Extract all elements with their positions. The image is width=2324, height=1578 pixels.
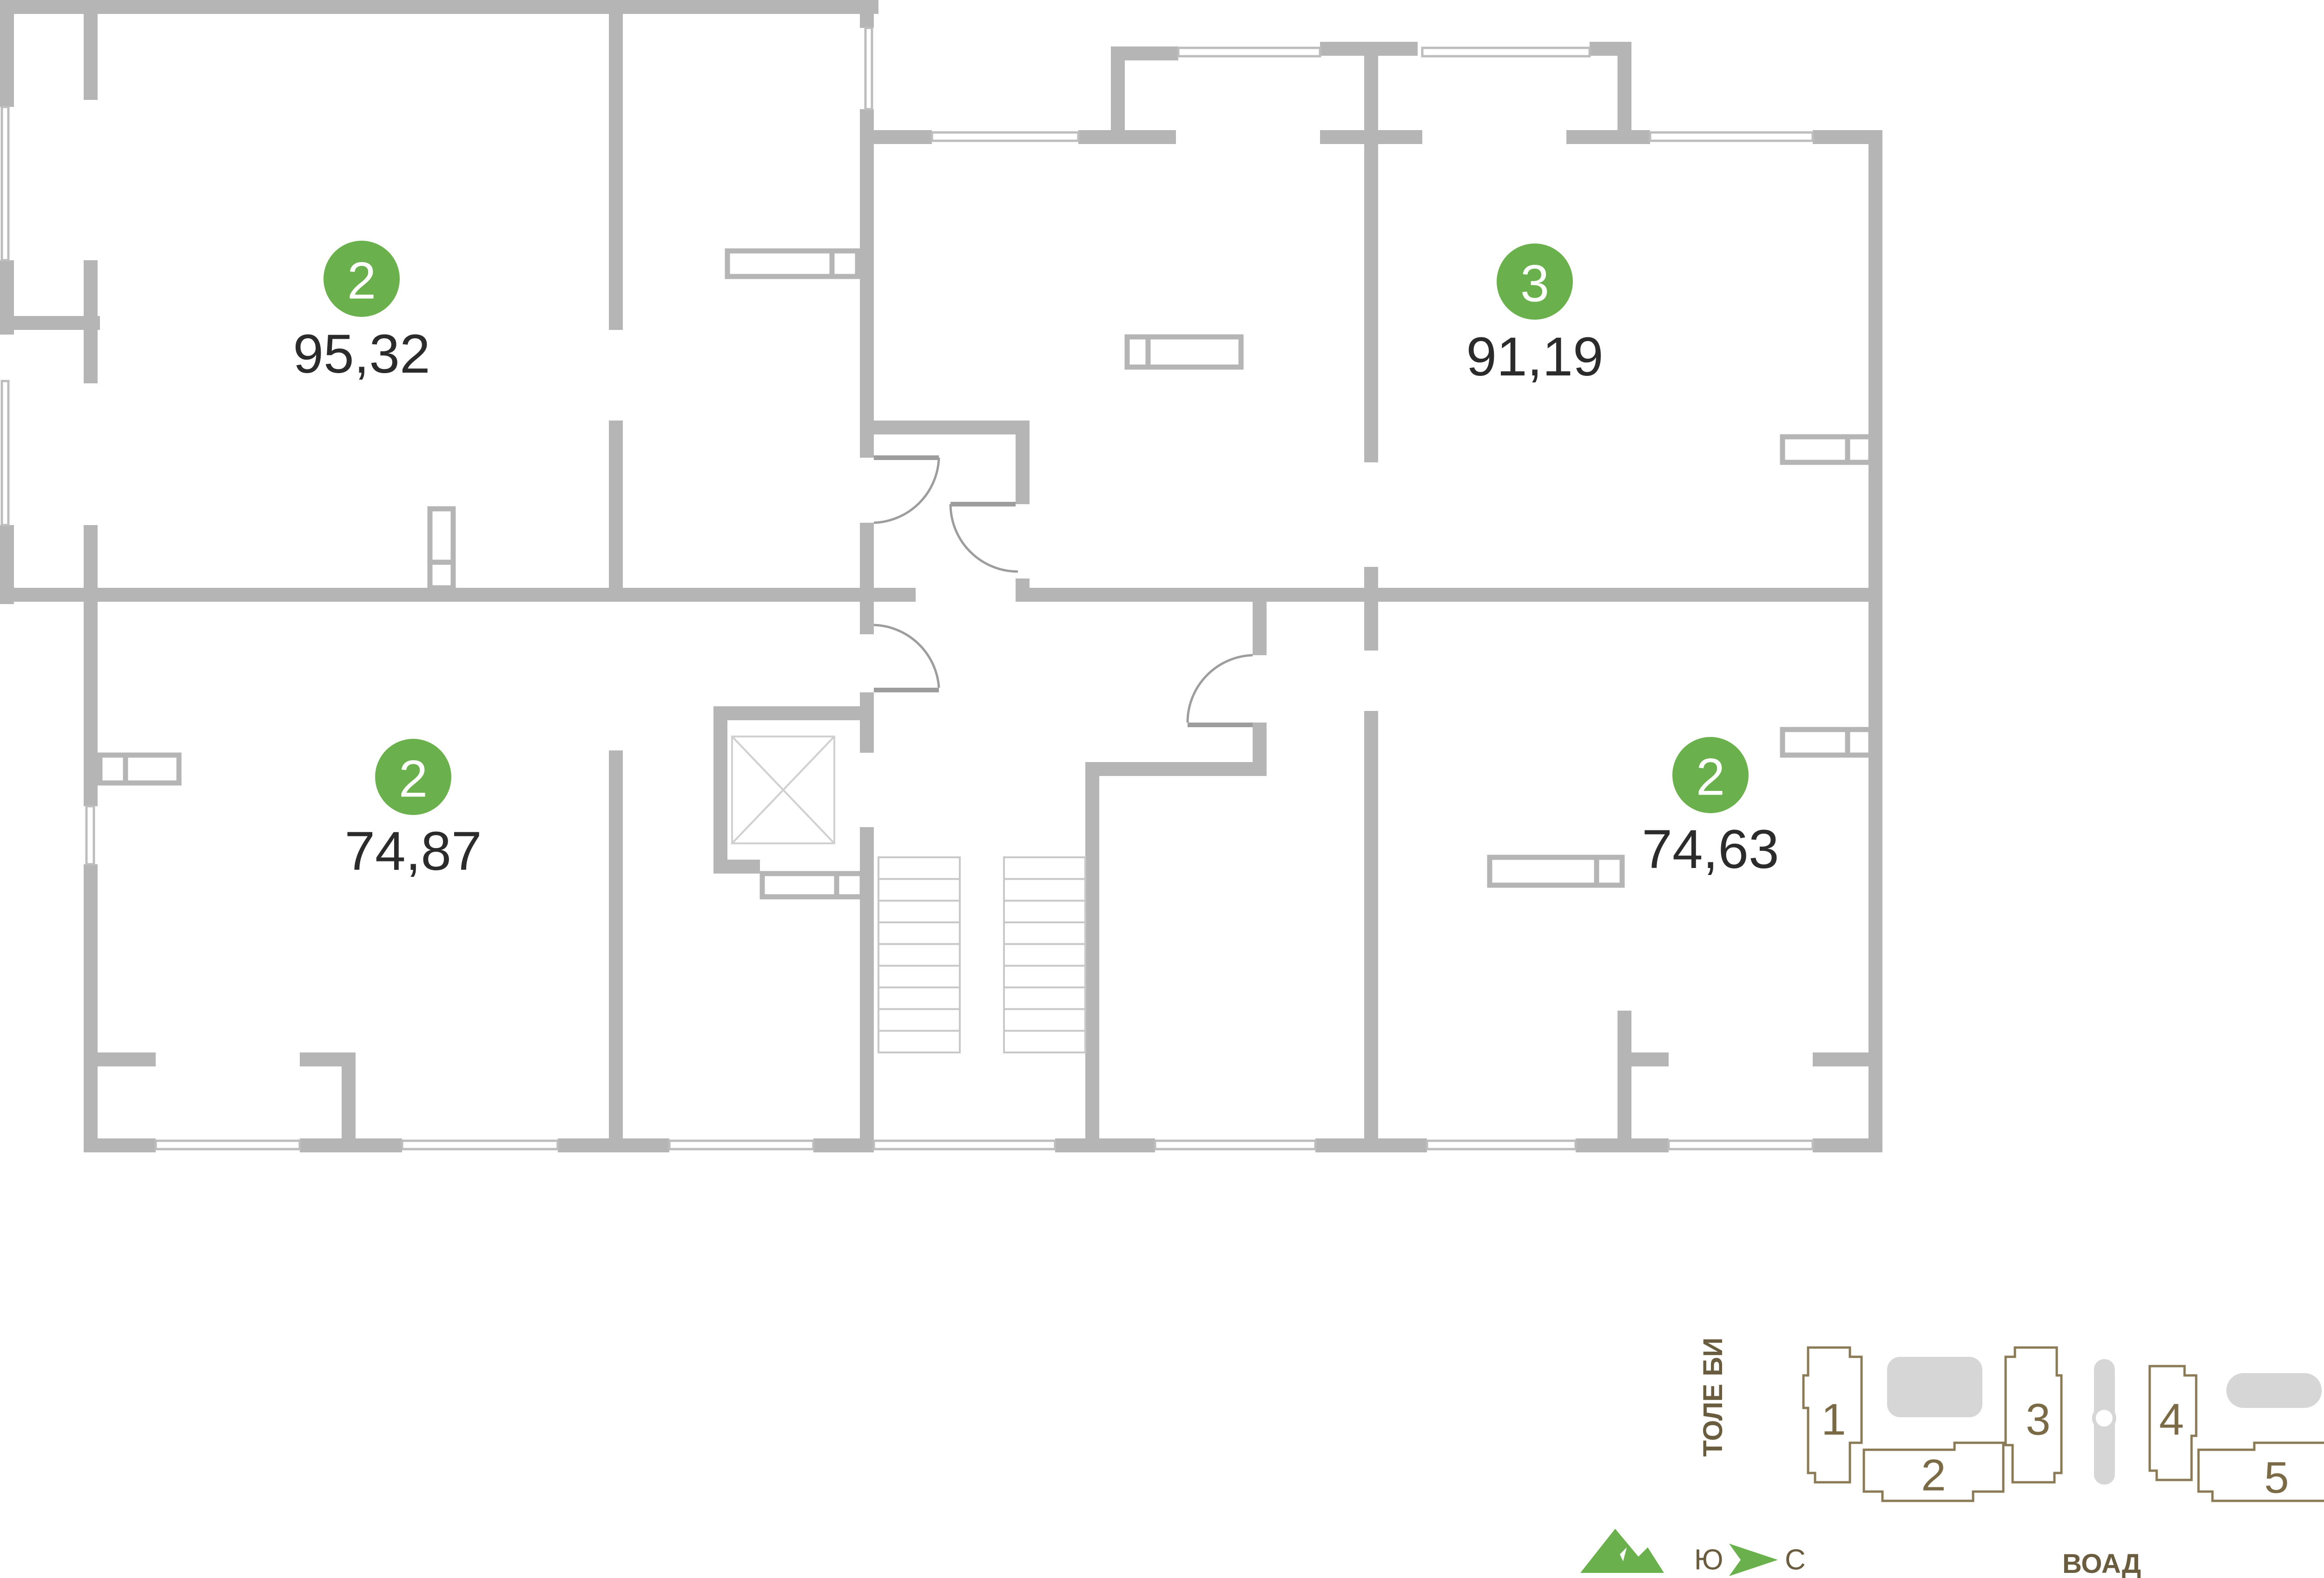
- key-plan: ТОЛЕ БИ 1 2 3 4 5: [1698, 1337, 2324, 1578]
- building-outline: [2004, 1346, 2063, 1484]
- apartment-label-4[interactable]: 2 74,63: [1642, 737, 1779, 880]
- walls: [0, 0, 1882, 1152]
- apartment-label-3[interactable]: 2 74,87: [344, 739, 482, 882]
- room-count: 3: [1520, 255, 1549, 313]
- room-count-badge: [324, 241, 400, 317]
- key-building-4[interactable]: 4: [2148, 1365, 2198, 1481]
- key-building-1[interactable]: 1: [1802, 1346, 1863, 1484]
- building-number: 3: [2026, 1395, 2050, 1445]
- building-outline: [1802, 1346, 1863, 1484]
- room-count-badge: [1497, 243, 1573, 320]
- building-number: 4: [2159, 1395, 2184, 1445]
- apartment-label-1[interactable]: 2 95,32: [293, 241, 430, 385]
- building-outline: [2197, 1441, 2324, 1502]
- direction-arrow-icon: [1729, 1544, 1778, 1576]
- vent-shafts: [97, 248, 1874, 900]
- street-label-bottom: ВОАД: [2062, 1549, 2141, 1578]
- stairs: [878, 856, 1086, 1053]
- building-outline: [1862, 1441, 2005, 1502]
- apartment-label-2[interactable]: 3 91,19: [1466, 243, 1604, 388]
- mountain-icon: [1580, 1529, 1664, 1573]
- doors: [873, 455, 1253, 727]
- key-building-3[interactable]: 3: [2004, 1346, 2063, 1484]
- building-number: 2: [1921, 1451, 1946, 1500]
- elevator-cab: [731, 736, 835, 844]
- apartment-area: 74,87: [344, 821, 482, 882]
- south-label: Ю: [1694, 1544, 1723, 1576]
- street-label-left: ТОЛЕ БИ: [1698, 1337, 1728, 1457]
- key-building-5[interactable]: 5: [2197, 1441, 2324, 1503]
- building-outline: [2148, 1365, 2198, 1481]
- room-count: 2: [399, 750, 428, 808]
- key-building-2[interactable]: 2: [1862, 1441, 2005, 1502]
- courtyard: [2226, 1373, 2322, 1408]
- apartment-area: 95,32: [293, 323, 430, 385]
- apartment-area: 91,19: [1466, 326, 1603, 388]
- compass: Ю С: [1580, 1529, 1806, 1576]
- room-count-badge: [1672, 737, 1749, 813]
- building-number: 5: [2264, 1453, 2289, 1503]
- room-count-badge: [375, 739, 451, 815]
- apartment-area: 74,63: [1642, 819, 1779, 880]
- windows: [0, 26, 1814, 1151]
- courtyard: [1887, 1357, 1982, 1417]
- building-number: 1: [1821, 1395, 1846, 1445]
- north-label: С: [1785, 1544, 1806, 1576]
- roundabout: [2092, 1406, 2116, 1430]
- room-count: 2: [1696, 748, 1725, 806]
- mountain-peak-icon: [1620, 1547, 1627, 1561]
- room-count: 2: [347, 252, 376, 310]
